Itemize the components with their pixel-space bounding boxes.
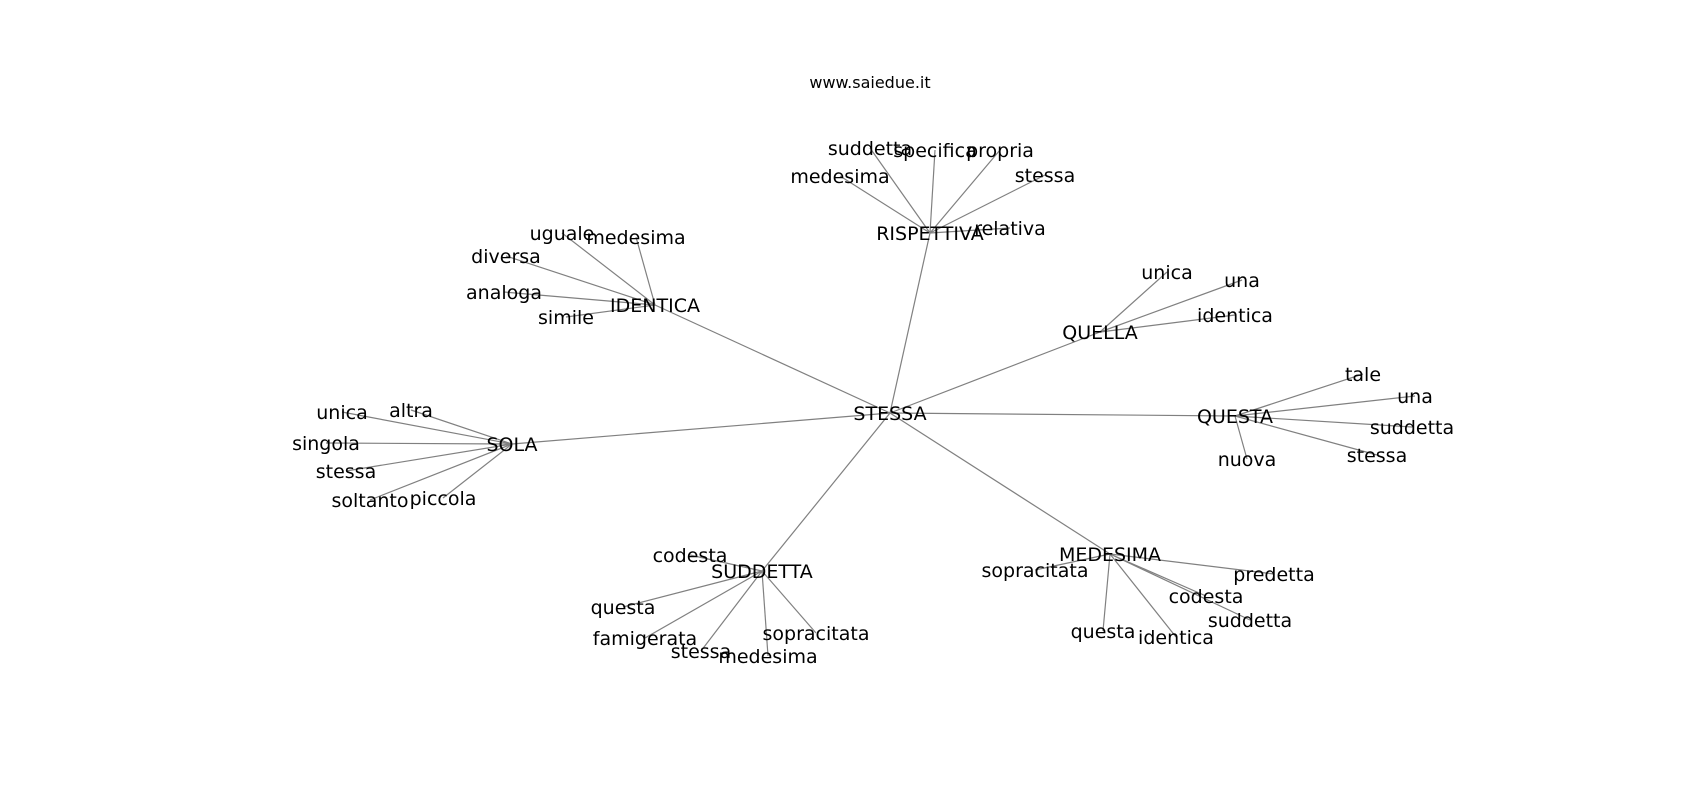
edge-root-medesima [889, 412, 1111, 555]
leaf-node-label: medesima [586, 227, 685, 249]
leaf-node-label: soltanto [331, 490, 408, 512]
edge-root-suddetta [761, 412, 891, 572]
edge-sola-singola [325, 442, 513, 445]
edge-quella-una [1099, 279, 1243, 333]
edge-sola-unica [341, 411, 513, 445]
leaf-node-label: stessa [671, 641, 731, 663]
leaf-node-label: propria [966, 140, 1034, 162]
edge-suddetta-famigerata [644, 570, 763, 639]
edge-medesima-identica [1109, 553, 1177, 638]
leaf-node-label: identica [1138, 627, 1214, 649]
leaf-node-label: analoga [466, 282, 542, 304]
leaf-node-label: suddetta [1208, 610, 1292, 632]
edge-root-quella [889, 331, 1101, 414]
edge-suddetta-codesta [689, 554, 763, 572]
leaf-node-label: medesima [718, 646, 817, 668]
leaf-node-label: codesta [1169, 586, 1244, 608]
hub-node-label-sola: SOLA [486, 434, 537, 456]
leaf-node-label: suddetta [828, 138, 912, 160]
leaf-node-label: sopracitata [982, 560, 1089, 582]
edge-medesima-sopracitata [1034, 553, 1111, 571]
leaf-node-label: questa [591, 597, 656, 619]
edge-rispettiva-stessa [929, 174, 1046, 234]
leaf-node-label: simile [538, 307, 594, 329]
edge-questa-suddetta [1234, 415, 1413, 428]
edge-rispettiva-medesima [839, 175, 931, 234]
leaf-node-label: una [1224, 270, 1260, 292]
hub-node-label-rispettiva: RISPETTIVA [876, 223, 984, 245]
edge-identica-diversa [505, 255, 656, 306]
edges [325, 147, 1416, 657]
leaf-node-label: codesta [653, 545, 728, 567]
edge-suddetta-questa [622, 570, 763, 608]
edge-sola-soltanto [369, 443, 513, 501]
leaf-node-label: unica [1141, 262, 1192, 284]
edge-medesima-questa [1102, 553, 1111, 632]
edge-root-rispettiva [889, 232, 931, 414]
leaf-node-label: tale [1345, 364, 1381, 386]
leaf-node-label: specifica [893, 140, 976, 162]
leaf-node-label: uguale [530, 223, 595, 245]
leaf-node-label: piccola [410, 488, 477, 510]
leaf-node-label: stessa [1347, 445, 1407, 467]
leaf-node-label: sopracitata [763, 623, 870, 645]
leaf-node-label: singola [292, 433, 360, 455]
leaf-node-label: identica [1197, 305, 1273, 327]
site-credit: www.saiedue.it [809, 73, 930, 92]
hub-node-label-quella: QUELLA [1062, 322, 1137, 344]
hub-node-label-questa: QUESTA [1197, 406, 1273, 428]
edge-identica-analoga [503, 291, 656, 306]
edge-sola-piccola [442, 443, 513, 499]
edge-identica-uguale [561, 232, 656, 306]
edge-root-sola [511, 412, 891, 445]
edge-sola-altra [410, 409, 513, 445]
leaf-node-label: questa [1071, 621, 1136, 643]
edge-identica-medesima [635, 236, 656, 306]
leaf-node-label: nuova [1218, 449, 1277, 471]
leaf-node-label: suddetta [1370, 417, 1454, 439]
root-node-label: STESSA [853, 403, 926, 425]
edge-rispettiva-relativa [929, 227, 1011, 234]
leaf-node-label: altra [389, 400, 433, 422]
edge-root-questa [889, 412, 1236, 417]
hub-node-label-suddetta: SUDDETTA [711, 561, 813, 583]
edge-rispettiva-propria [929, 149, 1001, 234]
edge-suddetta-medesima [761, 570, 769, 657]
leaf-node-label: stessa [1015, 165, 1075, 187]
leaf-node-label: relativa [974, 218, 1046, 240]
leaf-node-label: famigerata [593, 628, 697, 650]
leaf-node-label: una [1397, 386, 1433, 408]
leaf-node-label: stessa [316, 461, 376, 483]
leaf-node-label: diversa [471, 246, 541, 268]
edge-medesima-predetta [1109, 553, 1275, 575]
edge-root-identica [654, 304, 891, 414]
edge-questa-nuova [1234, 415, 1248, 460]
leaf-node-label: medesima [790, 166, 889, 188]
edge-quella-identica [1099, 314, 1236, 333]
leaf-node-label: unica [316, 402, 367, 424]
edge-questa-una [1234, 395, 1416, 417]
edge-questa-tale [1234, 373, 1364, 417]
edge-medesima-suddetta [1109, 553, 1251, 621]
hub-node-label-identica: IDENTICA [610, 295, 700, 317]
edge-questa-stessa [1234, 415, 1378, 456]
edge-quella-unica [1099, 271, 1168, 333]
edge-suddetta-stessa [700, 570, 763, 652]
edge-rispettiva-specifica [929, 149, 936, 234]
edge-sola-stessa [345, 443, 513, 472]
edge-identica-simile [565, 304, 656, 318]
leaf-node-label: predetta [1233, 564, 1314, 586]
edge-rispettiva-suddetta [869, 147, 931, 234]
edge-suddetta-sopracitata [761, 570, 817, 634]
hub-node-label-medesima: MEDESIMA [1059, 544, 1161, 566]
